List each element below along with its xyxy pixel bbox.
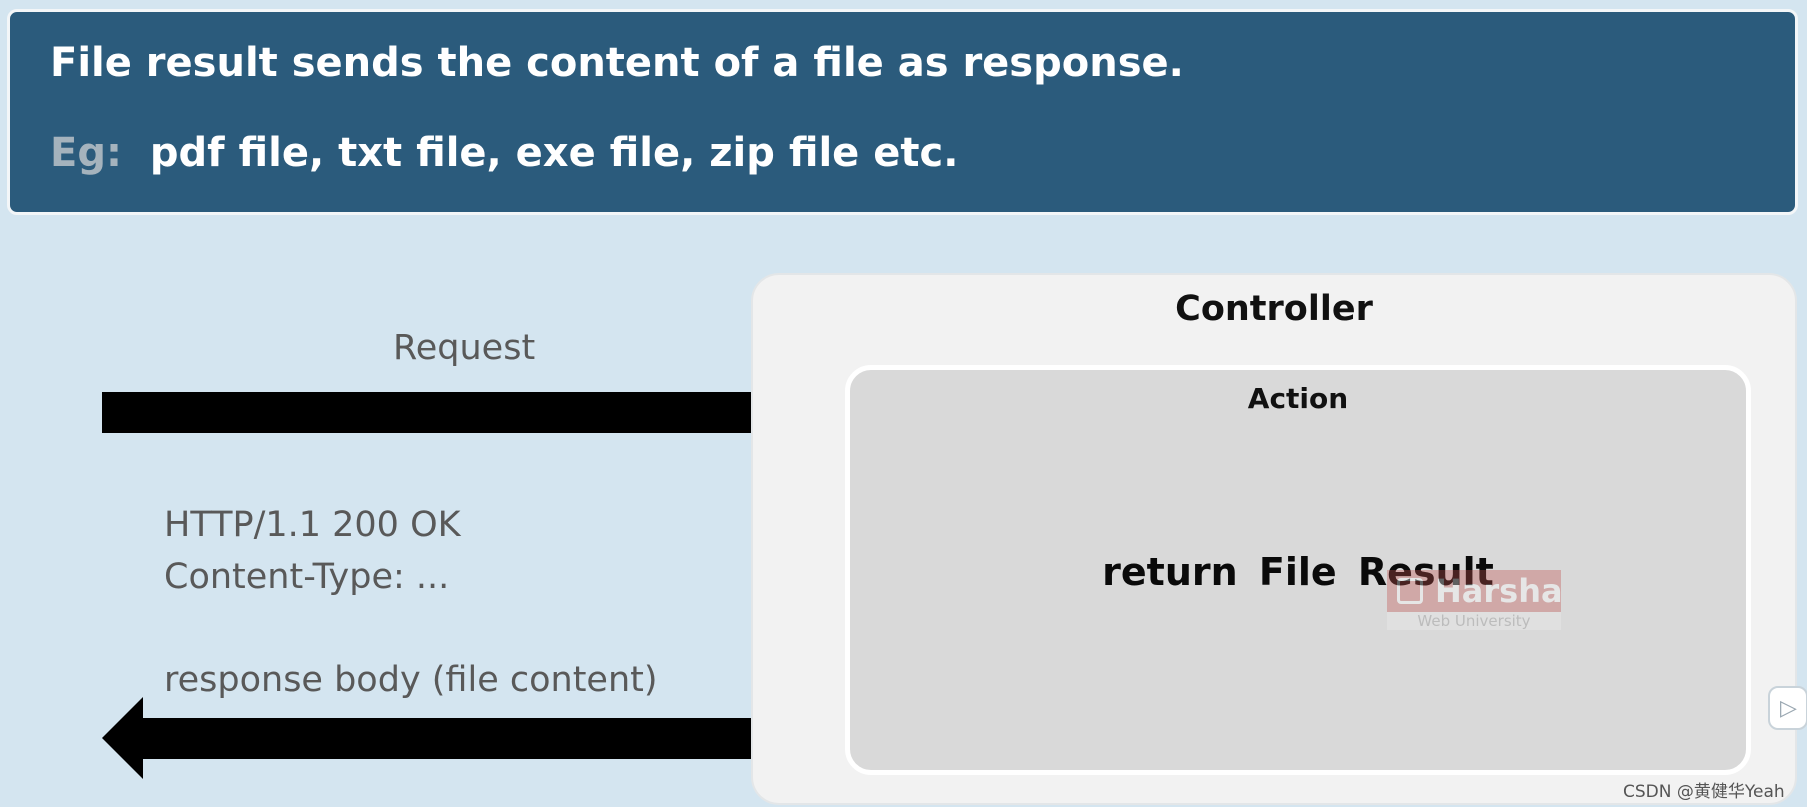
play-icon: ▷ <box>1780 696 1797 721</box>
banner-example: Eg: pdf file, txt file, exe file, zip fi… <box>50 130 958 176</box>
action-box: Action return File Result <box>845 365 1751 775</box>
banner-title: File result sends the content of a file … <box>50 40 1184 86</box>
response-arrow <box>102 697 829 779</box>
action-title: Action <box>1247 382 1349 415</box>
watermark-play-icon <box>1397 578 1423 604</box>
example-text: pdf file, txt file, exe file, zip file e… <box>149 130 959 176</box>
controller-box: Controller Action return File Result <box>751 273 1797 805</box>
credit-watermark: CSDN @黄健华Yeah <box>1623 782 1785 802</box>
response-status-line: HTTP/1.1 200 OK <box>164 505 461 545</box>
controller-title: Controller <box>1175 289 1373 329</box>
response-header-line: Content-Type: ... <box>164 557 450 597</box>
title-banner: File result sends the content of a file … <box>7 9 1798 215</box>
action-code: return File Result <box>1102 550 1494 594</box>
watermark-logo: Harsha Web University <box>1387 570 1563 630</box>
request-label: Request <box>393 328 536 368</box>
watermark-logo-text: Harsha <box>1387 570 1563 612</box>
response-body-label: response body (file content) <box>164 660 658 700</box>
watermark-subtext: Web University <box>1387 612 1561 630</box>
request-arrow <box>102 370 829 453</box>
example-label: Eg: <box>50 130 122 176</box>
side-play-button[interactable]: ▷ <box>1768 686 1807 730</box>
